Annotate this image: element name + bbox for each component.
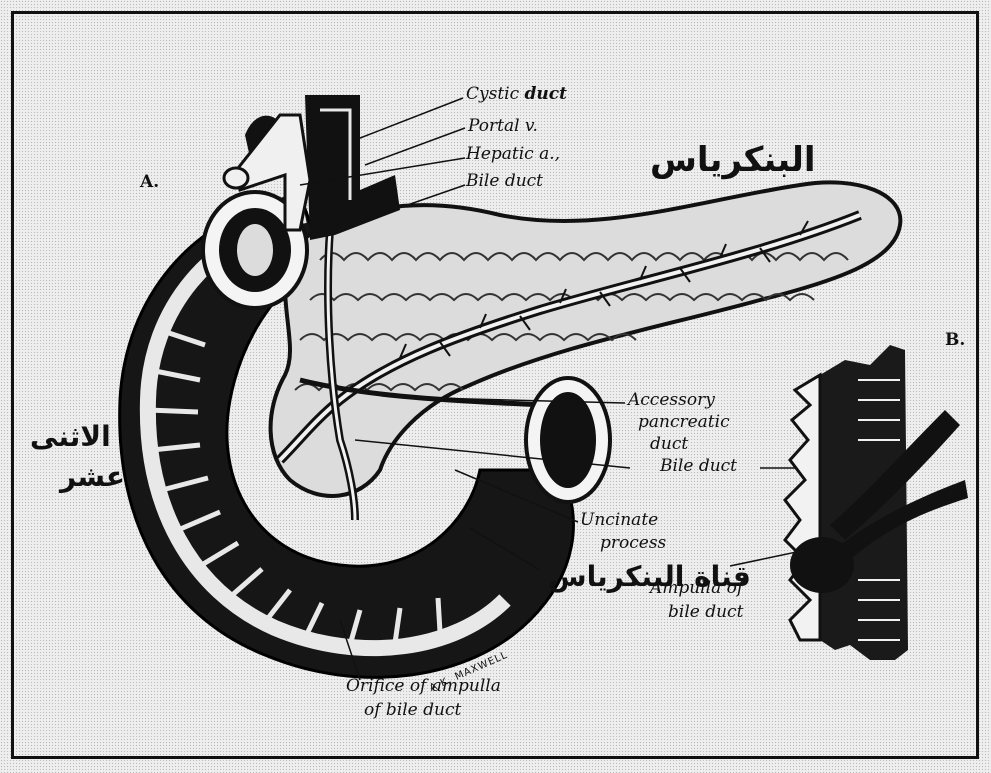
label-accessory-duct-3: duct xyxy=(650,436,688,454)
panel-a-letter: A. xyxy=(140,172,159,192)
label-hepatic-artery: Hepatic a., xyxy=(466,146,560,164)
label-ampulla-2: bile duct xyxy=(668,604,743,622)
label-uncinate-1: Uncinate xyxy=(580,512,658,530)
panel-b-letter: B. xyxy=(945,330,965,350)
arabic-label-duodenum-2: عشر xyxy=(60,460,125,493)
label-orifice-2: of bile duct xyxy=(364,702,461,720)
label-accessory-duct-2: pancreatic xyxy=(638,414,730,432)
label-bile-duct-mid: Bile duct xyxy=(660,458,737,476)
arabic-label-pancreas: البنكرياس xyxy=(650,140,816,180)
ampulla-b xyxy=(790,537,854,593)
arabic-label-pancreatic-duct: قناة البنكرياس xyxy=(548,560,751,593)
label-orifice-1: Orifice of ampulla xyxy=(346,678,501,696)
duodenal-lumen-b xyxy=(785,375,820,640)
label-portal-vein: Portal v. xyxy=(468,118,538,136)
arabic-label-duodenum-1: الاثنى xyxy=(30,420,111,453)
label-accessory-duct-1: Accessory xyxy=(628,392,715,410)
label-bile-duct-top: Bile duct xyxy=(466,173,543,191)
label-uncinate-2: process xyxy=(600,535,666,553)
label-cystic-duct: Cystic duct xyxy=(466,86,567,104)
